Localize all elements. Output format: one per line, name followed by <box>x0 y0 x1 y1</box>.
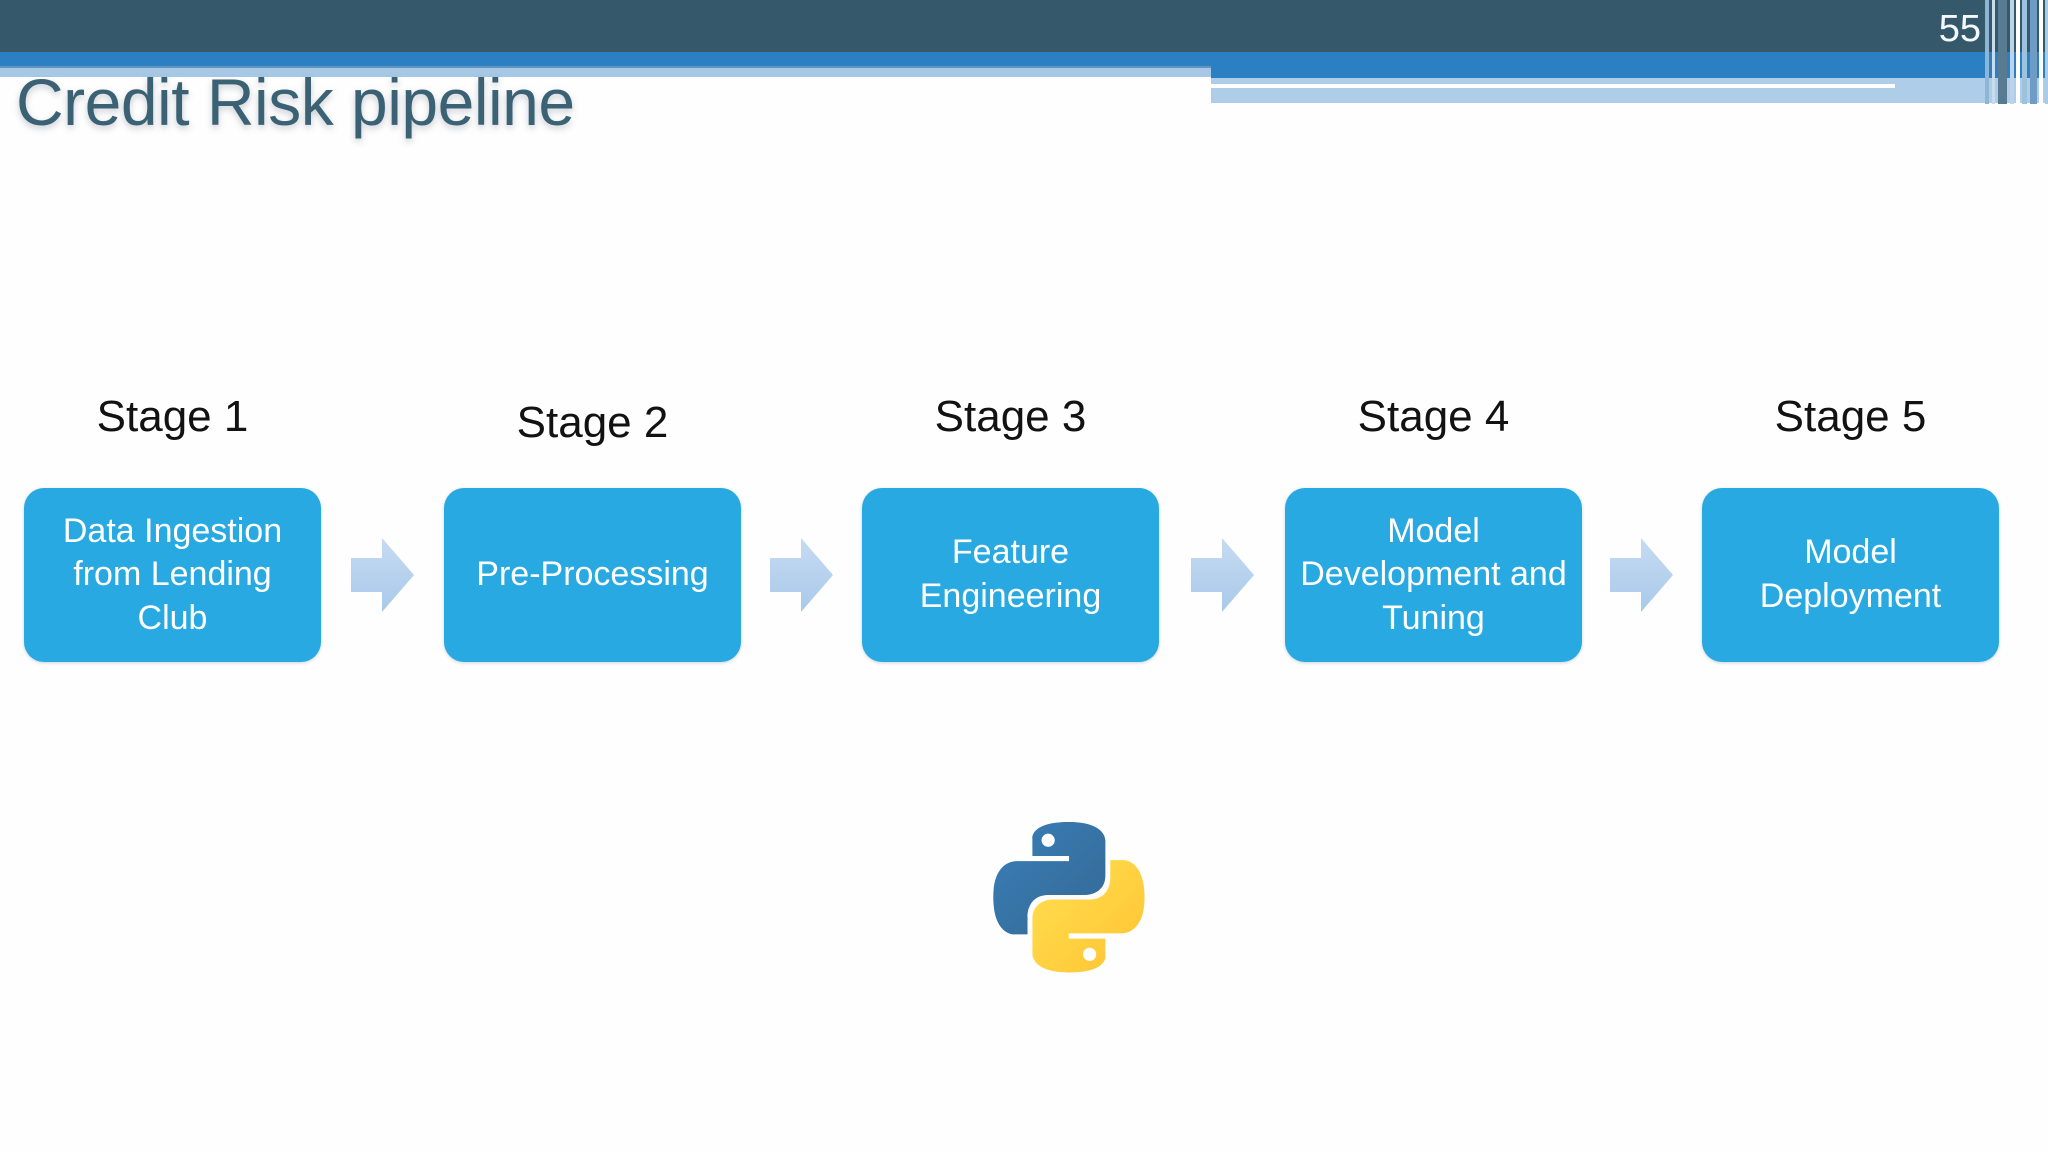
header-light-band-left <box>0 68 1211 77</box>
stage-label: Stage 3 <box>934 392 1087 441</box>
stripe <box>2010 0 2014 104</box>
stage-label: Stage 5 <box>1774 392 1927 441</box>
slide-number: 55 <box>1938 8 1981 50</box>
stage-box: Feature Engineering <box>862 488 1159 662</box>
stage-label: Stage 2 <box>516 398 669 447</box>
corner-stripes-decoration <box>1985 0 2048 104</box>
stripe <box>2030 0 2037 104</box>
header-white-line <box>1211 84 1895 88</box>
flow-arrow-icon <box>1610 538 1673 612</box>
stage-column-1: Stage 1 Data Ingestion from Lending Club <box>24 390 321 662</box>
stage-box: Pre-Processing <box>444 488 741 662</box>
stripe <box>1985 0 1989 104</box>
stripe <box>2045 0 2048 104</box>
page-title: Credit Risk pipeline <box>16 65 575 139</box>
stripe <box>2039 0 2043 104</box>
stage-box: Data Ingestion from Lending Club <box>24 488 321 662</box>
stripe <box>1992 0 1995 104</box>
stage-box: Model Deployment <box>1702 488 1999 662</box>
python-logo-icon <box>993 822 1145 973</box>
stage-column-3: Stage 3 Feature Engineering <box>862 390 1159 662</box>
stage-label: Stage 4 <box>1357 392 1510 441</box>
stage-column-5: Stage 5 Model Deployment <box>1702 390 1999 662</box>
stage-column-4: Stage 4 Model Development and Tuning <box>1285 390 1582 662</box>
header-blue-stripe <box>0 52 2048 66</box>
stage-label: Stage 1 <box>96 392 249 441</box>
stripe <box>2022 0 2027 104</box>
stage-column-2: Stage 2 Pre-Processing <box>444 390 741 662</box>
flow-arrow-icon <box>770 538 833 612</box>
header-light-band-right <box>1211 78 2048 103</box>
header-dark-bar <box>0 0 2048 52</box>
flow-arrow-icon <box>351 538 414 612</box>
header-band-edge <box>0 66 1211 68</box>
stripe <box>2016 0 2020 104</box>
stage-box: Model Development and Tuning <box>1285 488 1582 662</box>
stripe <box>1998 0 2007 104</box>
header-blue-stripe-right <box>1211 66 2048 78</box>
flow-arrow-icon <box>1191 538 1254 612</box>
